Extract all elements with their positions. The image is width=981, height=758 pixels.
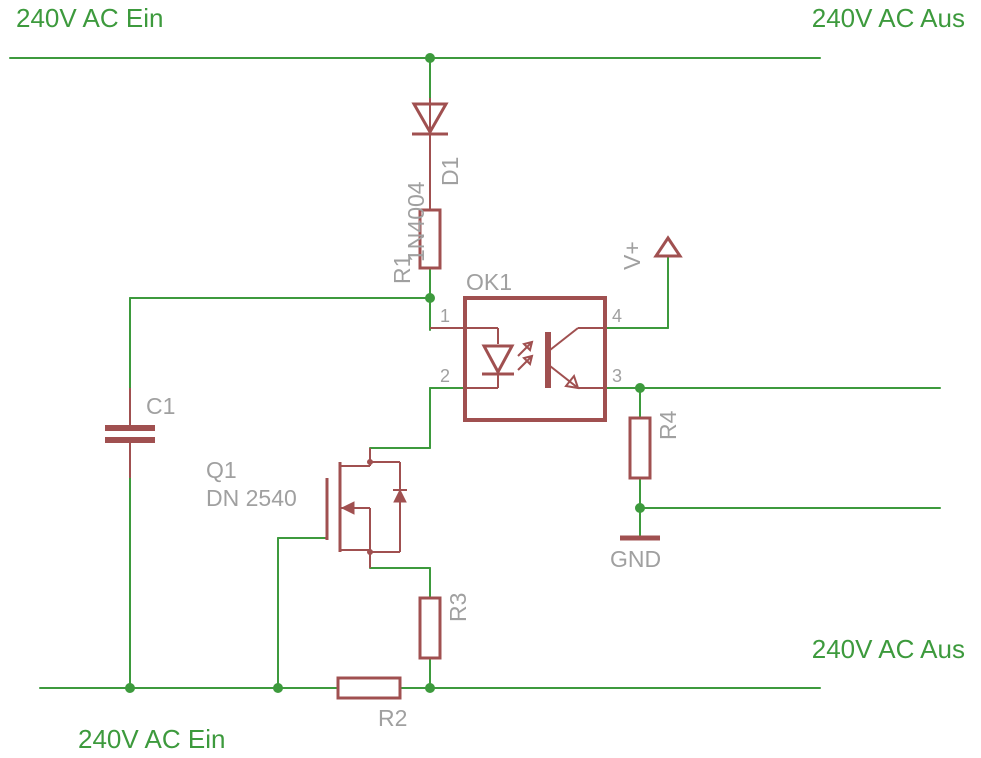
r1-name-label: R1 <box>389 255 415 284</box>
d1-value-label: 1N4004 <box>403 181 429 262</box>
junction-dot <box>425 683 435 693</box>
junction-dot <box>125 683 135 693</box>
pin-1-label: 1 <box>440 306 450 326</box>
capacitor-c1 <box>105 388 155 478</box>
net-label-top-right: 240V AC Aus <box>812 3 965 33</box>
net-label-bottom-left: 240V AC Ein <box>78 724 225 754</box>
optocoupler-ok1 <box>430 296 607 422</box>
wires <box>9 57 941 689</box>
vplus-symbol <box>653 235 683 258</box>
junction-dot <box>425 53 435 63</box>
pin-3-label: 3 <box>612 366 622 386</box>
vplus-label: V+ <box>619 241 645 270</box>
r4-name-label: R4 <box>655 410 681 440</box>
q1-name-label: Q1 <box>206 457 237 483</box>
ok1-name-label: OK1 <box>466 269 512 295</box>
gnd-label: GND <box>610 546 661 572</box>
resistor-r4 <box>628 416 652 480</box>
resistor-r1 <box>418 208 442 270</box>
c1-name-label: C1 <box>146 393 175 419</box>
r2-name-label: R2 <box>378 705 407 731</box>
junction-dot <box>273 683 283 693</box>
diode-d1 <box>411 98 449 210</box>
net-label-top-left: 240V AC Ein <box>16 3 163 33</box>
resistor-r2 <box>336 676 402 700</box>
pin-4-label: 4 <box>612 306 622 326</box>
junction-dot <box>635 503 645 513</box>
junctions <box>125 53 645 693</box>
junction-dot <box>425 293 435 303</box>
resistor-r3 <box>418 596 442 660</box>
q1-value-label: DN 2540 <box>206 485 297 511</box>
junction-dot <box>635 383 645 393</box>
d1-name-label: D1 <box>437 157 463 186</box>
pin-2-label: 2 <box>440 366 450 386</box>
mosfet-q1 <box>325 448 407 568</box>
r3-name-label: R3 <box>445 593 471 622</box>
net-label-bottom-right: 240V AC Aus <box>812 634 965 664</box>
